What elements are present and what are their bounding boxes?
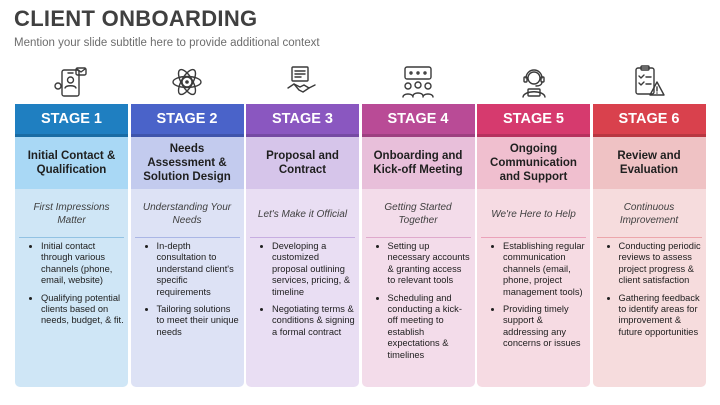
- bullet-item: Qualifying potential clients based on ne…: [41, 293, 124, 327]
- stage-column-4: STAGE 4 Onboarding and Kick-off Meeting …: [361, 58, 475, 387]
- stage-tagline: We're Here to Help: [491, 208, 576, 220]
- support-agent-icon-graphic: [521, 69, 546, 98]
- stage-separator: [481, 237, 586, 238]
- bullet-item: Developing a customized proposal outlini…: [272, 241, 355, 298]
- stage-heading: Ongoing Communication and Support: [477, 137, 590, 189]
- stage-bullets: Initial contact through various channels…: [15, 241, 128, 333]
- stage-card: Initial Contact & Qualification First Im…: [15, 137, 128, 387]
- handshake-document-icon: [246, 64, 359, 104]
- support-agent-icon: [477, 64, 590, 104]
- stage-bullets: In-depth consultation to understand clie…: [131, 241, 244, 344]
- bullet-item: Tailoring solutions to meet their unique…: [157, 304, 240, 338]
- stage-separator: [250, 237, 355, 238]
- stage-divider: [477, 134, 590, 137]
- bullet-item: Establishing regular communication chann…: [503, 241, 586, 298]
- stage-label: STAGE 5: [477, 104, 590, 134]
- bullet-item: Negotiating terms & conditions & signing…: [272, 304, 355, 338]
- stage-separator: [365, 237, 471, 238]
- stage-column-5: STAGE 5 Ongoing Communication and Suppor…: [477, 58, 590, 387]
- phone-contact-icon-graphic: [53, 67, 87, 97]
- stage-tagline: First Impressions Matter: [33, 202, 110, 226]
- checklist-warning-icon: [593, 64, 706, 104]
- handshake-document-icon-graphic: [286, 66, 316, 93]
- stage-divider: [15, 134, 128, 137]
- stage-tagline: Let's Make it Official: [257, 208, 348, 220]
- stage-tagline: Understanding Your Needs: [142, 202, 232, 226]
- page-subtitle: Mention your slide subtitle here to prov…: [14, 37, 320, 49]
- stage-card: Needs Assessment & Solution Design Under…: [130, 137, 244, 387]
- stage-column-3: STAGE 3 Proposal and Contract Let's Make…: [246, 58, 359, 387]
- phone-contact-icon: [15, 64, 128, 104]
- stage-column-2: STAGE 2 Needs Assessment & Solution Desi…: [130, 58, 244, 387]
- bullet-item: Scheduling and conducting a kick-off mee…: [388, 293, 471, 361]
- stage-label: STAGE 6: [592, 104, 706, 134]
- stage-card: Proposal and Contract Let's Make it Offi…: [246, 137, 359, 387]
- stage-label: STAGE 4: [361, 104, 475, 134]
- stage-heading: Proposal and Contract: [246, 137, 359, 189]
- stage-heading: Onboarding and Kick-off Meeting: [361, 137, 475, 189]
- stage-bullets: Conducting periodic reviews to assess pr…: [593, 241, 706, 344]
- stage-separator: [134, 237, 240, 238]
- team-meeting-icon-graphic: [402, 66, 434, 98]
- stage-tagline: Continuous Improvement: [619, 202, 679, 226]
- team-meeting-icon: [362, 64, 475, 104]
- stage-divider: [361, 134, 475, 137]
- bullet-item: Setting up necessary accounts & granting…: [388, 241, 471, 287]
- stage-column-6: STAGE 6 Review and Evaluation Continuous…: [592, 58, 706, 387]
- stage-label: STAGE 2: [130, 104, 244, 134]
- stage-divider: [246, 134, 359, 137]
- stage-label: STAGE 3: [246, 104, 359, 134]
- stage-divider: [130, 134, 244, 137]
- stage-card: Onboarding and Kick-off Meeting Getting …: [361, 137, 475, 387]
- gear-atom-icon-graphic: [172, 68, 202, 96]
- stage-heading: Initial Contact & Qualification: [15, 137, 128, 189]
- stage-bullets: Establishing regular communication chann…: [477, 241, 590, 356]
- checklist-warning-icon-graphic: [635, 65, 665, 96]
- bullet-item: Gathering feedback to identify areas for…: [619, 293, 702, 339]
- bullet-item: In-depth consultation to understand clie…: [157, 241, 240, 298]
- bullet-item: Providing timely support & addressing an…: [503, 304, 586, 350]
- bullet-item: Initial contact through various channels…: [41, 241, 124, 287]
- stage-card: Review and Evaluation Continuous Improve…: [592, 137, 706, 387]
- page-title: CLIENT ONBOARDING: [14, 6, 258, 31]
- stage-column-1: STAGE 1 Initial Contact & Qualification …: [15, 58, 128, 387]
- stage-heading: Review and Evaluation: [592, 137, 706, 189]
- stage-heading: Needs Assessment & Solution Design: [130, 137, 244, 189]
- stage-card: Ongoing Communication and Support We're …: [477, 137, 590, 387]
- stage-bullets: Setting up necessary accounts & granting…: [362, 241, 475, 367]
- stage-label: STAGE 1: [15, 104, 128, 134]
- stage-separator: [596, 237, 702, 238]
- stage-bullets: Developing a customized proposal outlini…: [246, 241, 359, 344]
- stage-separator: [19, 237, 124, 238]
- bullet-item: Conducting periodic reviews to assess pr…: [619, 241, 702, 287]
- gear-atom-icon: [131, 64, 244, 104]
- stage-tagline: Getting Started Together: [384, 202, 452, 226]
- stage-divider: [592, 134, 706, 137]
